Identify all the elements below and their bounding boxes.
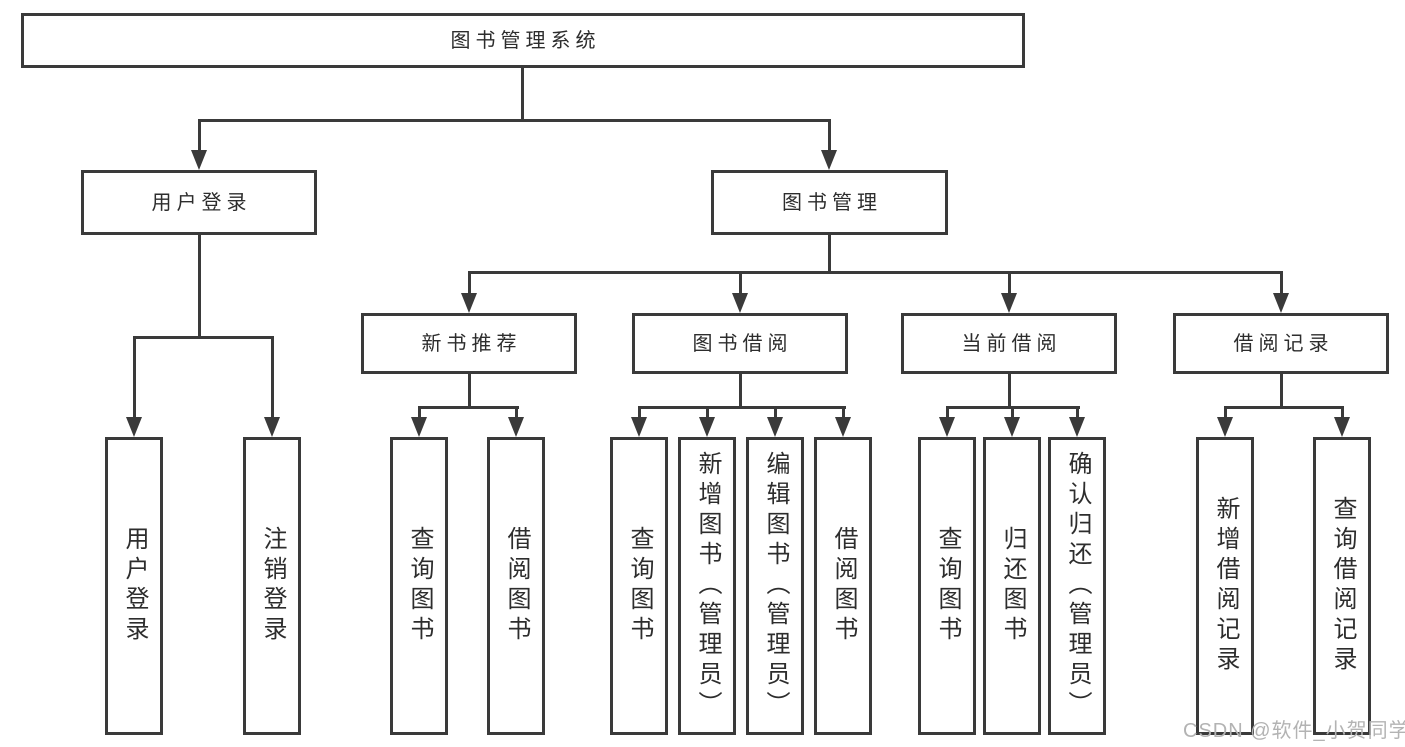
connector-drop-new-book <box>468 271 471 297</box>
connector-groupB-stem <box>739 374 742 409</box>
node-current-borrow: 当前借阅 <box>901 313 1117 374</box>
connector-groupA-hline <box>418 406 519 409</box>
watermark-text: CSDN @软件_小贺同学 <box>1183 720 1405 742</box>
connector-bookmgmt-hline <box>468 271 1283 274</box>
connector-drop-book-management <box>828 119 831 152</box>
connector-groupB-drop3 <box>774 406 777 421</box>
connector-groupD-stem <box>1280 374 1283 409</box>
node-borrow-records-label: 借阅记录 <box>1233 332 1334 355</box>
arrow-book-management <box>821 150 837 170</box>
node-book-management-label: 图书管理 <box>782 191 882 214</box>
leaf-logout: 注销登录 <box>243 437 301 735</box>
arrow-groupB-leaf1 <box>631 417 647 437</box>
leaf-cb-query-books-label: 查询图书 <box>934 526 961 646</box>
connector-userlogin-stem <box>198 235 201 336</box>
connector-bookmgmt-stem <box>828 235 831 274</box>
leaf-bb-edit-book-admin-label: 编辑图书（管理员） <box>762 451 789 721</box>
connector-root-stem <box>521 68 524 119</box>
connector-drop-user-login <box>198 119 201 152</box>
leaf-logout-label: 注销登录 <box>259 526 286 646</box>
arrow-groupB-leaf4 <box>835 417 851 437</box>
connector-drop-book-borrow <box>739 271 742 297</box>
leaf-cb-confirm-return-admin: 确认归还（管理员） <box>1048 437 1106 735</box>
connector-root-hline <box>198 119 831 122</box>
arrow-leaf-login <box>126 417 142 437</box>
node-book-borrow-label: 图书借阅 <box>692 332 793 355</box>
arrow-groupC-leaf2 <box>1004 417 1020 437</box>
leaf-user-login-label: 用户登录 <box>121 526 148 646</box>
connector-userlogin-hline <box>133 336 274 339</box>
connector-groupC-drop2 <box>1011 406 1014 421</box>
arrow-leaf-logout <box>264 417 280 437</box>
connector-groupB-drop1 <box>638 406 641 421</box>
connector-groupB-drop4 <box>842 406 845 421</box>
node-user-login: 用户登录 <box>81 170 317 235</box>
connector-groupA-stem <box>468 374 471 409</box>
connector-groupD-hline <box>1224 406 1344 409</box>
connector-groupC-drop1 <box>946 406 949 421</box>
node-borrow-records: 借阅记录 <box>1173 313 1389 374</box>
connector-drop-leaf-login <box>133 336 136 419</box>
connector-groupC-drop3 <box>1076 406 1079 421</box>
leaf-nb-query-books: 查询图书 <box>390 437 448 735</box>
node-new-book-recommend: 新书推荐 <box>361 313 577 374</box>
arrow-new-book <box>461 293 477 313</box>
leaf-cb-confirm-return-admin-label: 确认归还（管理员） <box>1064 451 1091 721</box>
connector-groupA-drop2 <box>515 406 518 421</box>
connector-drop-current-borrow <box>1008 271 1011 297</box>
leaf-nb-query-books-label: 查询图书 <box>406 526 433 646</box>
connector-groupB-hline <box>638 406 846 409</box>
arrow-groupD-leaf1 <box>1217 417 1233 437</box>
leaf-br-query-record-label: 查询借阅记录 <box>1329 496 1356 676</box>
leaf-cb-return-books-label: 归还图书 <box>999 526 1026 646</box>
node-book-borrow: 图书借阅 <box>632 313 848 374</box>
leaf-nb-borrow-books: 借阅图书 <box>487 437 545 735</box>
leaf-br-query-record: 查询借阅记录 <box>1313 437 1371 735</box>
connector-groupC-stem <box>1008 374 1011 409</box>
arrow-borrow-records <box>1273 293 1289 313</box>
leaf-bb-add-book-admin: 新增图书（管理员） <box>678 437 736 735</box>
arrow-book-borrow <box>732 293 748 313</box>
node-current-borrow-label: 当前借阅 <box>961 332 1062 355</box>
arrow-groupC-leaf3 <box>1069 417 1085 437</box>
arrow-user-login <box>191 150 207 170</box>
node-new-book-recommend-label: 新书推荐 <box>421 332 522 355</box>
leaf-br-add-record-label: 新增借阅记录 <box>1212 496 1239 676</box>
leaf-nb-borrow-books-label: 借阅图书 <box>503 526 530 646</box>
node-book-management: 图书管理 <box>711 170 948 235</box>
node-root: 图书管理系统 <box>21 13 1025 68</box>
connector-groupD-drop2 <box>1341 406 1344 421</box>
arrow-groupB-leaf2 <box>699 417 715 437</box>
node-user-login-label: 用户登录 <box>151 191 252 214</box>
connector-groupD-drop1 <box>1224 406 1227 421</box>
leaf-cb-query-books: 查询图书 <box>918 437 976 735</box>
connector-drop-borrow-records <box>1280 271 1283 297</box>
leaf-bb-query-books: 查询图书 <box>610 437 668 735</box>
leaf-bb-add-book-admin-label: 新增图书（管理员） <box>694 451 721 721</box>
connector-groupA-drop1 <box>418 406 421 421</box>
arrow-groupA-leaf2 <box>508 417 524 437</box>
arrow-groupC-leaf1 <box>939 417 955 437</box>
connector-drop-leaf-logout <box>271 336 274 419</box>
arrow-groupD-leaf2 <box>1334 417 1350 437</box>
arrow-current-borrow <box>1001 293 1017 313</box>
leaf-bb-borrow-books: 借阅图书 <box>814 437 872 735</box>
leaf-bb-borrow-books-label: 借阅图书 <box>830 526 857 646</box>
leaf-bb-edit-book-admin: 编辑图书（管理员） <box>746 437 804 735</box>
arrow-groupA-leaf1 <box>411 417 427 437</box>
leaf-br-add-record: 新增借阅记录 <box>1196 437 1254 735</box>
arrow-groupB-leaf3 <box>767 417 783 437</box>
leaf-cb-return-books: 归还图书 <box>983 437 1041 735</box>
leaf-user-login: 用户登录 <box>105 437 163 735</box>
connector-groupB-drop2 <box>706 406 709 421</box>
leaf-bb-query-books-label: 查询图书 <box>626 526 653 646</box>
node-root-label: 图书管理系统 <box>450 29 601 52</box>
